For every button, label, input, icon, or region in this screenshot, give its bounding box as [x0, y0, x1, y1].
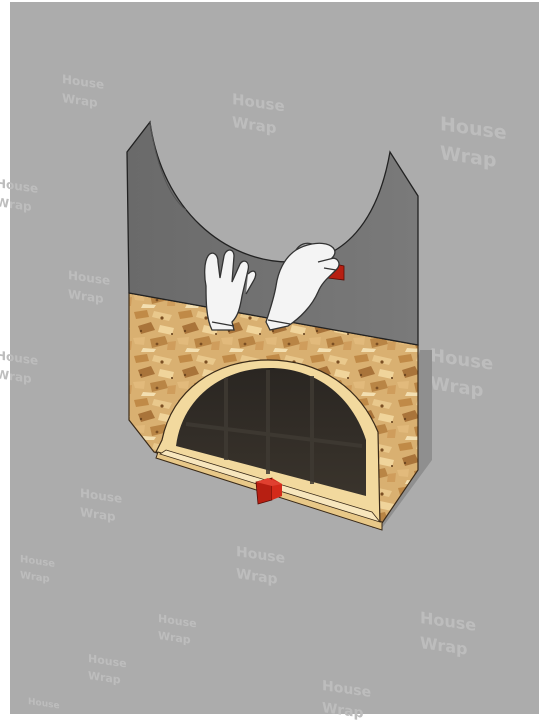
sill-flashing-tape — [256, 478, 282, 504]
